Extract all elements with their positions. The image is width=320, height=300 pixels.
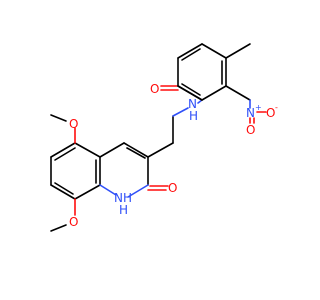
methoxy-oxygen-bottom: O bbox=[69, 215, 78, 229]
bond bbox=[201, 43, 227, 59]
amide-carbonyl-oxygen: O bbox=[150, 82, 159, 96]
nitro-nitrogen: N bbox=[246, 106, 255, 120]
bond-double bbox=[181, 83, 201, 96]
nitro-nitrogen-charge: + bbox=[255, 103, 262, 112]
bond bbox=[127, 184, 149, 198]
bond bbox=[225, 43, 251, 59]
bond bbox=[50, 184, 76, 200]
molecule-structure: O O NH H O N H O N + O - O bbox=[50, 43, 278, 232]
lactam-hydrogen: H bbox=[119, 203, 128, 217]
lactam-nitrogen: NH bbox=[114, 191, 132, 205]
bond bbox=[177, 43, 203, 59]
bond bbox=[99, 184, 117, 196]
bond-double bbox=[126, 147, 146, 159]
bond-layer bbox=[50, 43, 267, 232]
bond bbox=[74, 142, 101, 158]
atom-labels: O O NH H O N H O N + O - O bbox=[69, 82, 278, 229]
amide-hydrogen: H bbox=[189, 109, 198, 123]
bond bbox=[74, 184, 101, 200]
bond bbox=[225, 85, 251, 101]
methoxy-oxygen-top: O bbox=[69, 117, 78, 131]
bond bbox=[177, 85, 203, 101]
bond bbox=[50, 114, 67, 122]
bond-double bbox=[54, 147, 76, 161]
lactam-carbonyl-oxygen: O bbox=[168, 181, 177, 195]
nitro-oxygen-bottom: O bbox=[246, 123, 255, 137]
bond-double bbox=[181, 48, 201, 61]
amide-nitrogen: N bbox=[188, 97, 197, 111]
nitro-oxygen-charge: - bbox=[275, 103, 278, 112]
bond bbox=[50, 224, 67, 232]
bond bbox=[147, 142, 174, 158]
bond bbox=[123, 142, 149, 158]
bond-double bbox=[54, 182, 74, 195]
bond bbox=[50, 142, 76, 158]
bond bbox=[201, 85, 227, 101]
nitro-oxygen-top: O bbox=[266, 106, 275, 120]
bond bbox=[172, 107, 189, 117]
bond bbox=[99, 142, 125, 158]
